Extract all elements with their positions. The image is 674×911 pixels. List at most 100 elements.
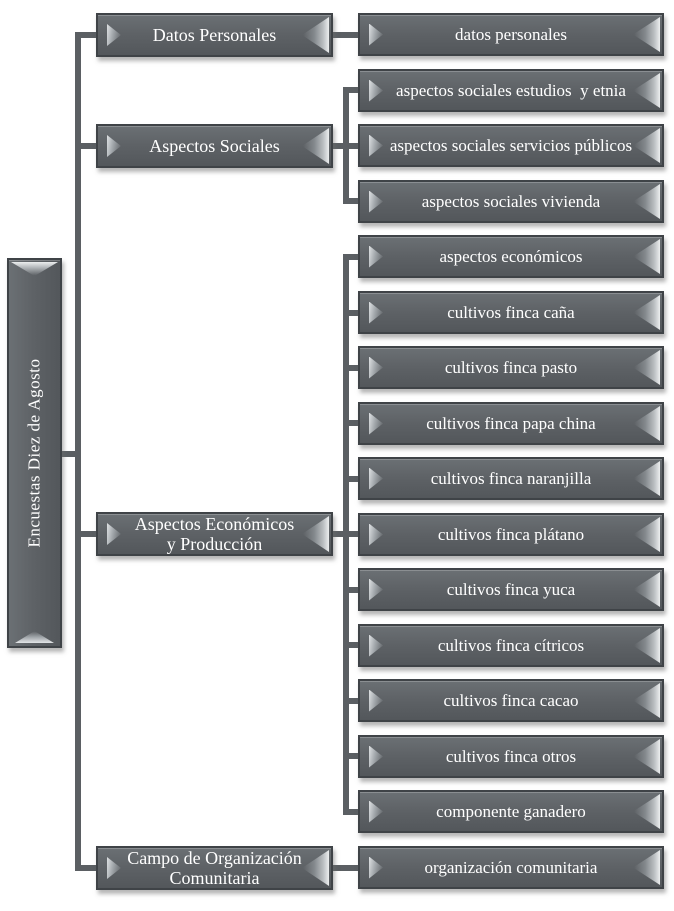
arrow-right-icon <box>369 634 383 657</box>
leaf-node-label: aspectos sociales servicios públicos <box>389 135 633 155</box>
leaf-node-label: cultivos finca naranjilla <box>430 468 592 488</box>
leaf-node-label: cultivos finca plátano <box>437 524 585 544</box>
bevel-left-icon <box>633 850 660 885</box>
bevel-left-icon <box>302 17 329 53</box>
bevel-down-icon <box>11 262 58 276</box>
branch-node-label: Aspectos Económicos y Producción <box>134 514 295 554</box>
leaf-node-componente-ganadero: componente ganadero <box>358 790 664 833</box>
bevel-left-icon <box>633 794 660 829</box>
arrow-right-icon <box>369 412 383 435</box>
arrow-right-icon <box>369 190 383 213</box>
connector-sociales-stub-2 <box>347 143 358 149</box>
arrow-right-icon <box>369 523 383 546</box>
leaf-node-label: cultivos finca yuca <box>446 579 576 599</box>
connector-campo-to-child <box>333 865 358 871</box>
leaf-node-yuca: cultivos finca yuca <box>358 568 664 611</box>
arrow-right-icon <box>369 79 383 102</box>
leaf-node-pasto: cultivos finca pasto <box>358 346 664 389</box>
arrow-right-icon <box>369 745 383 768</box>
bevel-left-icon <box>633 73 660 108</box>
leaf-node-platano: cultivos finca plátano <box>358 513 664 556</box>
branch-node-label: Campo de Organización Comunitaria <box>127 848 302 888</box>
connector-economicos-stub-10 <box>347 753 358 759</box>
arrow-right-icon <box>369 856 383 879</box>
connector-economicos-stub-4 <box>347 420 358 426</box>
connector-economicos-stub-8 <box>347 642 358 648</box>
bevel-left-icon <box>633 572 660 607</box>
leaf-node-papa-china: cultivos finca papa china <box>358 402 664 445</box>
connector-economicos-stub-11 <box>347 809 358 815</box>
arrow-right-icon <box>107 523 121 545</box>
bevel-left-icon <box>633 239 660 274</box>
bevel-left-icon <box>633 350 660 385</box>
leaf-node-label: cultivos finca cítricos <box>437 635 585 655</box>
connector-economicos-stub-7 <box>347 587 358 593</box>
branch-node-label: Aspectos Sociales <box>149 136 280 156</box>
branch-node-datos-personales: Datos Personales <box>96 13 333 57</box>
arrow-right-icon <box>107 135 121 157</box>
bevel-left-icon <box>633 295 660 330</box>
connector-economicos-stub-3 <box>347 365 358 371</box>
leaf-node-label: aspectos sociales estudios y etnia <box>396 80 626 100</box>
connector-economicos-main <box>333 531 347 537</box>
leaf-node-label: organización comunitaria <box>424 857 598 877</box>
connector-economicos-stub-6 <box>347 531 358 537</box>
connector-economicos-stub-5 <box>347 476 358 482</box>
connector-sociales-stub-1 <box>347 87 358 93</box>
arrow-right-icon <box>369 689 383 712</box>
arrow-right-icon <box>369 23 383 46</box>
leaf-node-vivienda: aspectos sociales vivienda <box>358 180 664 223</box>
branch-node-aspectos-sociales: Aspectos Sociales <box>96 124 333 168</box>
connector-stub-aspectos-sociales <box>79 143 96 149</box>
arrow-right-icon <box>369 356 383 379</box>
branch-node-aspectos-economicos: Aspectos Económicos y Producción <box>96 512 333 556</box>
arrow-right-icon <box>107 24 121 46</box>
connector-economicos-stub-1 <box>347 254 358 260</box>
bevel-left-icon <box>302 128 329 164</box>
leaf-node-label: datos personales <box>455 24 567 44</box>
leaf-node-otros: cultivos finca otros <box>358 735 664 778</box>
leaf-node-organizacion-comunitaria: organización comunitaria <box>358 846 664 889</box>
leaf-node-label: cultivos finca caña <box>447 302 575 322</box>
leaf-node-label: cultivos finca cacao <box>443 690 579 710</box>
arrow-right-icon <box>369 134 383 157</box>
connector-root-stub <box>60 451 77 457</box>
root-node-label: Encuestas Diez de Agosto <box>24 358 44 548</box>
arrow-right-icon <box>369 578 383 601</box>
arrow-right-icon <box>107 857 121 879</box>
arrow-right-icon <box>369 467 383 490</box>
bevel-left-icon <box>633 184 660 219</box>
leaf-node-label: cultivos finca otros <box>445 746 577 766</box>
root-node-encuestas: Encuestas Diez de Agosto <box>7 258 62 648</box>
connector-stub-campo-organizacion <box>79 865 96 871</box>
bevel-left-icon <box>633 628 660 663</box>
leaf-node-label: cultivos finca pasto <box>444 357 578 377</box>
bevel-left-icon <box>633 406 660 441</box>
bevel-left-icon <box>633 739 660 774</box>
leaf-node-label: componente ganadero <box>436 801 586 821</box>
bevel-left-icon <box>633 517 660 552</box>
branch-node-campo-organizacion: Campo de Organización Comunitaria <box>96 846 333 890</box>
leaf-node-cana: cultivos finca caña <box>358 291 664 334</box>
leaf-node-datos-personales: datos personales <box>358 13 664 56</box>
connector-left-trunk <box>75 32 81 871</box>
connector-sociales-trunk <box>343 87 349 204</box>
leaf-node-label: aspectos económicos <box>439 246 583 266</box>
bevel-left-icon <box>302 516 329 552</box>
leaf-node-label: cultivos finca papa china <box>426 413 596 433</box>
arrow-right-icon <box>369 800 383 823</box>
connector-economicos-stub-9 <box>347 698 358 704</box>
connector-economicos-trunk <box>343 254 349 815</box>
leaf-node-label: aspectos sociales vivienda <box>421 191 601 211</box>
leaf-node-citricos: cultivos finca cítricos <box>358 624 664 667</box>
leaf-node-cacao: cultivos finca cacao <box>358 679 664 722</box>
leaf-node-naranjilla: cultivos finca naranjilla <box>358 457 664 500</box>
bevel-left-icon <box>633 17 660 52</box>
arrow-up-icon <box>15 631 54 643</box>
bevel-left-icon <box>633 683 660 718</box>
leaf-node-servicios-publicos: aspectos sociales servicios públicos <box>358 124 664 167</box>
bevel-left-icon <box>633 128 660 163</box>
bevel-left-icon <box>633 461 660 496</box>
connector-datos-to-child <box>333 32 358 38</box>
